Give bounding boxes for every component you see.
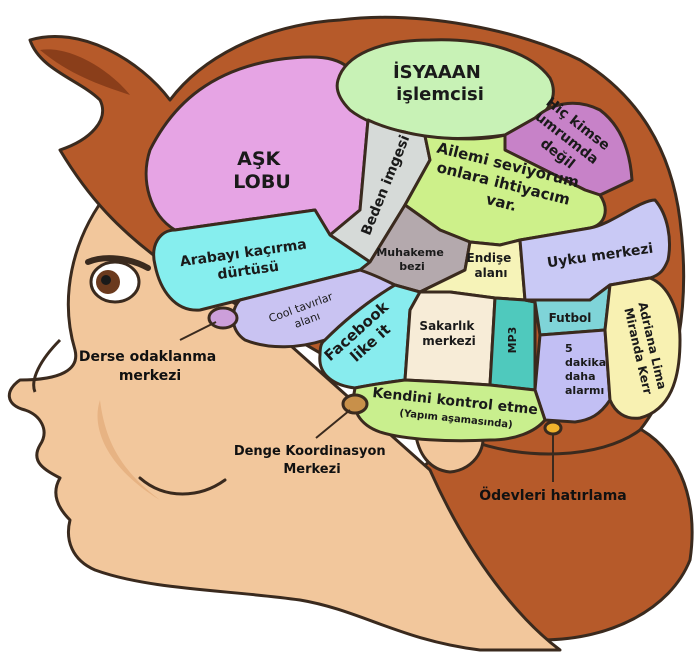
leader-line-derse [179,321,217,341]
region-ask-lobu [144,55,370,237]
label-ask-lobu: AŞK LOBU [233,148,291,193]
label-muhakeme: Muhakeme bezi [376,246,447,273]
callout-derse: Derse odaklanma merkezi [79,349,221,384]
region-mp3 [488,296,537,392]
callout-odev: Ödevleri hatırlama [479,486,627,504]
label-bes-dakika: 5 dakika daha alarmı [565,342,610,397]
brain [144,38,682,443]
hair-highlight [40,49,130,95]
face [7,188,562,652]
region-kendini [352,378,547,443]
region-uyku [518,198,671,302]
mouth [138,476,227,496]
face-shadow [97,400,160,500]
callouts: Derse odaklanma merkezi Denge Koordinasy… [79,321,627,504]
spot-odev [543,420,563,436]
leader-line-denge [315,409,351,439]
callout-denge: Denge Koordinasyon Merkezi [234,444,390,477]
eye [85,255,151,304]
label-sakarlik: Sakarlık merkezi [419,319,478,348]
label-mp3: MP3 [506,327,519,354]
spot-denge [341,393,369,415]
region-umrumda [503,101,634,197]
spot-derse [207,306,239,330]
nose [32,338,62,393]
label-endise: Endişe alanı [467,251,516,280]
label-isyan: İSYAAAN işlemcisi [393,61,487,105]
label-futbol: Futbol [549,311,592,325]
region-adriana [603,276,682,420]
